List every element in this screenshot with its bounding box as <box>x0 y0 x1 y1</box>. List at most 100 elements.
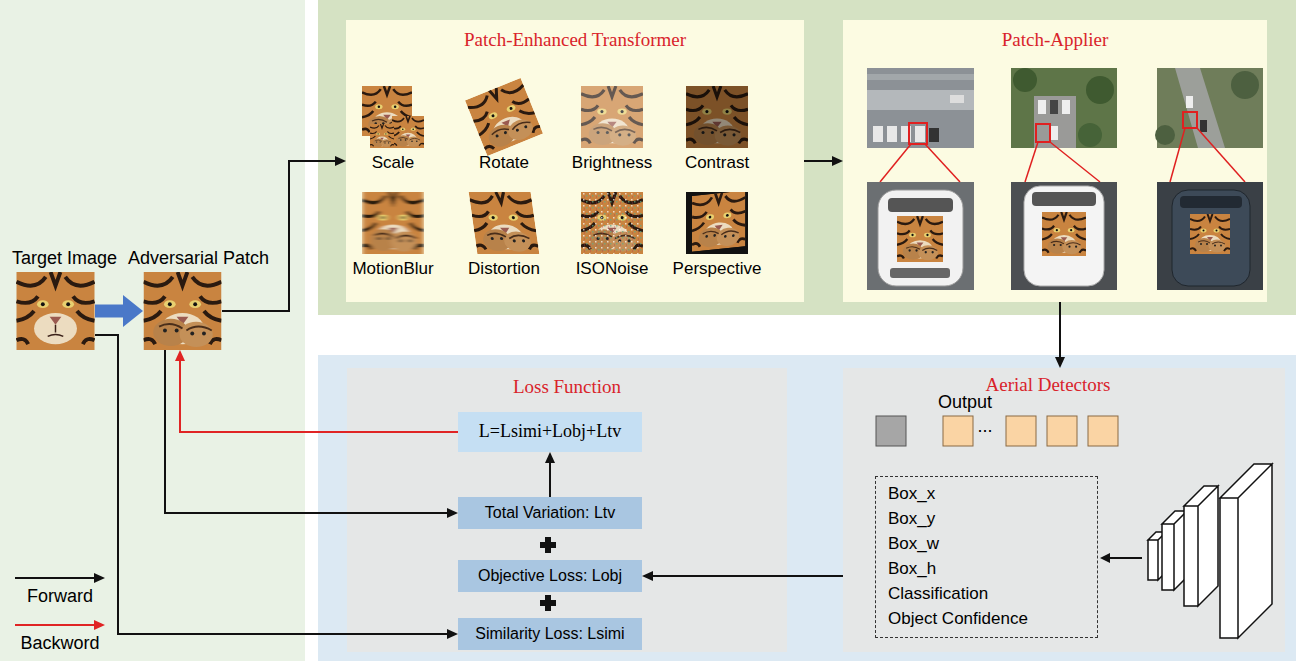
transform-item: Distortion <box>473 192 535 254</box>
connector-line <box>95 335 448 634</box>
car-closeup <box>867 182 974 290</box>
transform-item: Brightness <box>581 86 643 148</box>
aerial-photo <box>1025 142 1038 182</box>
aerial-photo <box>867 90 974 110</box>
transform-item: Contrast <box>686 86 748 148</box>
aerial-photo <box>1086 76 1114 104</box>
car-closeup <box>1157 182 1263 290</box>
scale-image <box>370 124 394 148</box>
motionblur-image <box>362 192 424 254</box>
cnn-illustration <box>1220 464 1272 638</box>
aerial-photo <box>867 74 974 80</box>
aerial-photo <box>1038 100 1046 114</box>
perspective-image <box>686 192 748 254</box>
ellipsis-label: ... <box>977 416 992 438</box>
arrow-head <box>447 629 458 639</box>
loss-box: Objective Loss: Lobj <box>458 560 642 592</box>
contrast-image <box>686 86 748 148</box>
aerial-photo <box>1155 68 1263 182</box>
output-cells <box>1047 416 1077 446</box>
arrow-head <box>447 508 458 518</box>
arrow-head <box>545 452 555 463</box>
node-text: Contrast <box>685 153 749 173</box>
aerial-photo <box>1170 128 1185 182</box>
connector-line <box>180 360 458 432</box>
top-panel <box>318 0 1296 315</box>
motionblur-image <box>362 192 424 254</box>
legend-arrow <box>15 577 95 579</box>
module-panel: Aerial DetectorsOutputBox_xBox_yBox_wBox… <box>843 368 1285 652</box>
legend-arrow <box>15 624 95 626</box>
aerial-photo <box>909 123 927 144</box>
node-text: Loss Function <box>513 376 621 399</box>
aerial-photo <box>1011 68 1117 182</box>
distortion-image <box>469 192 540 254</box>
image-node: Target Image <box>16 272 95 350</box>
node-text: Classification <box>888 584 988 604</box>
node-text: Objective Loss: Lobj <box>478 566 622 585</box>
node-text: Object Confidence <box>888 609 1028 629</box>
aerial-photo <box>915 126 925 142</box>
module-panel: Loss FunctionL=Lsimi+Lobj+LtvTotal Varia… <box>347 368 787 652</box>
aerial-photo <box>873 126 883 142</box>
node-text: Box_w <box>888 534 939 554</box>
node-text: Aerial Detectors <box>985 374 1110 397</box>
aerial-photo <box>880 144 911 182</box>
node-text: Similarity Loss: Lsimi <box>475 624 624 643</box>
transform-item: Perspective <box>686 192 748 254</box>
output-cells <box>876 416 1118 446</box>
node-text: L=Lsimi+Lobj+Ltv <box>479 421 621 443</box>
arrow-head <box>642 571 653 581</box>
connector-arrow <box>804 156 843 166</box>
aerial-photo <box>1050 100 1058 114</box>
detector-panel <box>843 368 1285 652</box>
arrow-head <box>832 156 843 166</box>
plus-sign <box>545 537 551 553</box>
brightness-image <box>581 86 643 148</box>
isonoise-image <box>581 192 643 254</box>
connector-line <box>652 575 843 577</box>
adversarial-patch <box>144 272 222 350</box>
car-closeup <box>888 198 953 212</box>
connector-line <box>1059 302 1061 358</box>
output-cells <box>876 416 906 446</box>
legend-arrow <box>15 573 105 630</box>
loss-box: Similarity Loss: Lsimi <box>458 618 642 650</box>
connector-line <box>549 462 551 497</box>
output-cells <box>1006 416 1036 446</box>
applier-panel <box>843 20 1267 302</box>
legend-text: Forward <box>27 586 93 608</box>
node-text: Rotate <box>479 153 529 173</box>
connector-arrow <box>1055 302 1065 368</box>
target-image <box>17 272 95 350</box>
node-text: Box_y <box>888 509 935 529</box>
arrow-head <box>335 156 346 166</box>
node-text: Box_x <box>888 484 935 504</box>
aerial-photo <box>1050 142 1100 182</box>
image-node: Adversarial Patch <box>143 272 222 350</box>
contrast-image <box>686 86 748 148</box>
perspective-image <box>692 192 745 252</box>
loss-box: Total Variation: Ltv <box>458 497 642 529</box>
distortion-image <box>469 192 540 254</box>
connector-line <box>804 160 833 162</box>
connector-arrow <box>95 295 143 327</box>
node-text: Distortion <box>468 259 540 279</box>
transform-item: Rotate <box>473 86 535 148</box>
car-closeup <box>1032 192 1096 206</box>
aerial-photo <box>1155 125 1175 145</box>
node-text: Adversarial Patch <box>128 248 269 270</box>
connector-arrow <box>175 350 458 432</box>
aerial-photo <box>1013 68 1037 92</box>
scale-image <box>362 86 424 148</box>
node-text: Target Image <box>12 248 117 270</box>
aerial-photo <box>1011 68 1117 148</box>
aerial-photo <box>1078 123 1102 147</box>
module-panel: Patch-Applier <box>843 20 1267 302</box>
arrow-head <box>1055 357 1065 368</box>
left-panel <box>0 0 305 661</box>
adversarial-patch <box>144 272 222 350</box>
transform-item: MotionBlur <box>362 192 424 254</box>
